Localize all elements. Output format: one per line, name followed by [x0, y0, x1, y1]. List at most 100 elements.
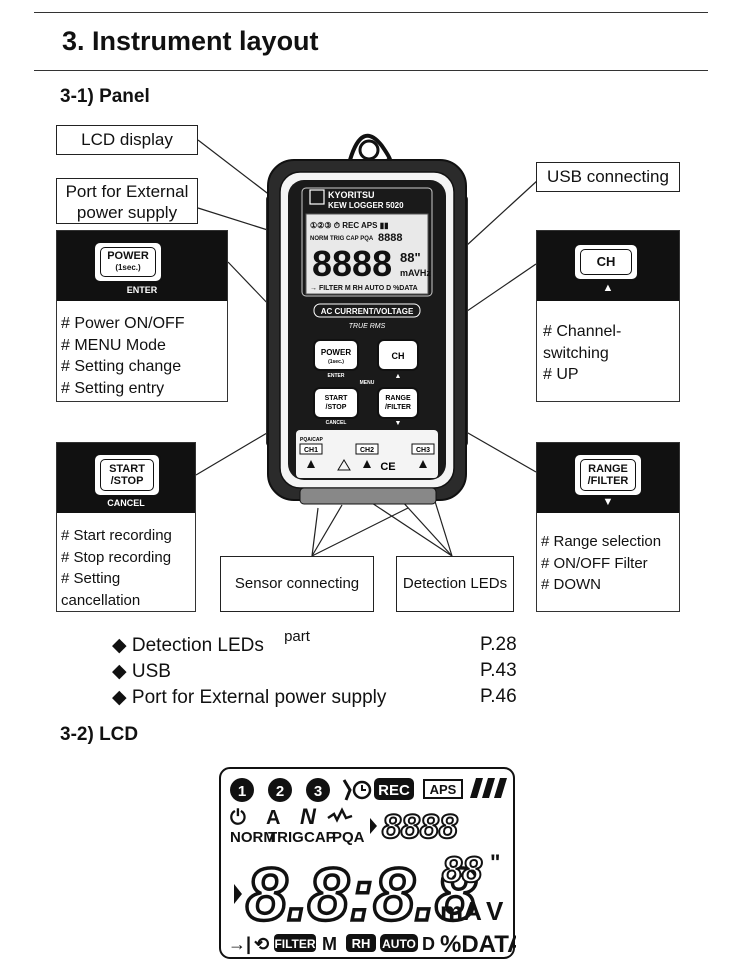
ref-item-2: ◆ USB [112, 661, 171, 682]
rec-badge [374, 778, 414, 800]
range-filter-key: RANGE/FILTER [573, 453, 643, 497]
svg-text:D: D [422, 934, 435, 954]
svg-text:8.8:8.8: 8.8:8.8 [246, 853, 477, 936]
label-lcd-display: LCD display [56, 125, 198, 155]
ref-item-1: ◆ Detection LEDs [112, 635, 264, 656]
clock-icon [352, 780, 372, 800]
ch-functions: # Channel-switching # UP [543, 321, 679, 386]
svg-text:NORM: NORM [230, 829, 276, 846]
svg-text:RH: RH [352, 936, 371, 951]
title-rule [34, 70, 708, 71]
svg-text:CH3: CH3 [416, 447, 430, 454]
top-rule [34, 12, 708, 13]
ch-line-1: # Channel-switching [543, 323, 622, 362]
power-key-small: (1sec.) [115, 263, 141, 272]
svg-text:NORM TRIG CAP PQA: NORM TRIG CAP PQA [310, 236, 374, 242]
circle-1-icon [230, 778, 254, 802]
svg-text:①②③ ⏱ REC APS ▮▮: ①②③ ⏱ REC APS ▮▮ [310, 220, 389, 230]
circle-2-icon [268, 778, 292, 802]
ch-line-2: # UP [543, 366, 579, 383]
label-sensor-part: Sensor connecting part [220, 556, 374, 645]
range-line-3: # DOWN [541, 576, 601, 593]
external-power-line2: power supply [76, 203, 178, 222]
logger-device: KYORITSU KEW LOGGER 5020 ①②③ ⏱ REC APS ▮… [266, 133, 468, 505]
up-arrow-icon: ▲ [602, 282, 614, 294]
svg-text:A: A [266, 807, 280, 829]
ref-label-2: USB [131, 661, 171, 682]
svg-text:mAVHz: mAVHz [400, 268, 431, 278]
ch-key-label: CH [596, 254, 616, 269]
ref-label-1: Detection LEDs [131, 635, 264, 656]
power-line-1: # Power ON/OFF [61, 315, 185, 332]
svg-text:8888: 8888 [312, 243, 392, 284]
start-functions: # Start recording # Stop recording # Set… [61, 525, 195, 611]
svg-text:⏻: ⏻ [230, 807, 246, 829]
svg-text:CH2: CH2 [360, 447, 374, 454]
svg-text:N: N [300, 804, 317, 829]
range-functions: # Range selection # ON/OFF Filter # DOWN [541, 531, 661, 596]
ref-label-3: Port for External power supply [131, 687, 387, 708]
svg-text:88: 88 [442, 849, 482, 890]
range-line-1: # Range selection [541, 533, 662, 550]
power-key: POWER(1sec.) [93, 241, 163, 283]
svg-text:": " [490, 850, 500, 875]
svg-text:POWER: POWER [321, 348, 351, 357]
down-arrow-icon: ▼ [602, 496, 614, 508]
power-functions: # Power ON/OFF # MENU Mode # Setting cha… [61, 313, 185, 399]
start-stop-key: START/STOP [93, 453, 161, 497]
svg-text:CH: CH [392, 351, 405, 361]
aps-badge [423, 779, 463, 799]
svg-text:1: 1 [238, 783, 246, 800]
svg-text:%DATA: %DATA [440, 931, 516, 958]
svg-text:FILTER: FILTER [274, 937, 315, 951]
range-callout: RANGE/FILTER ▼ # Range selection # ON/OF… [536, 442, 680, 612]
svg-text:ENTER: ENTER [328, 373, 345, 379]
power-key-label: POWER [107, 250, 149, 262]
ch-callout: CH ▲ # Channel-switching # UP [536, 230, 680, 402]
start-key-sub: CANCEL [107, 498, 145, 508]
svg-text:CAP: CAP [304, 829, 336, 846]
power-line-2: # MENU Mode [61, 336, 166, 354]
power-key-sub: ENTER [126, 285, 158, 295]
range-line-2: # ON/OFF Filter [541, 554, 648, 572]
power-callout: POWER(1sec.) ENTER # Power ON/OFF # MENU… [56, 230, 228, 402]
svg-text:APS: APS [430, 782, 457, 797]
stop-key-label: /STOP [110, 475, 144, 487]
label-usb-connecting: USB connecting [536, 162, 680, 192]
start-key-label: START [109, 463, 145, 475]
svg-text:▼: ▼ [395, 420, 402, 427]
circle-3-icon [306, 778, 330, 802]
svg-text:KEW LOGGER 5020: KEW LOGGER 5020 [328, 201, 404, 210]
svg-text:REC: REC [378, 782, 410, 799]
ref-page-3: P.46 [480, 686, 517, 707]
battery-icon [470, 778, 507, 798]
ref-item-3: ◆ Port for External power supply [112, 687, 387, 708]
start-line-3: # Setting cancellation [61, 570, 141, 609]
svg-text:(1sec.): (1sec.) [328, 359, 344, 365]
section-title: 3. Instrument layout [62, 26, 319, 56]
svg-text:TRUE RMS: TRUE RMS [349, 323, 386, 330]
start-line-2: # Stop recording [61, 548, 172, 566]
ref-page-1: P.28 [480, 634, 517, 655]
svg-text:AUTO: AUTO [382, 937, 416, 951]
ref-page-2: P.43 [480, 660, 517, 681]
ch-key: CH [573, 243, 639, 281]
lightning-icon [342, 779, 352, 801]
play-indicator-large-icon [234, 884, 242, 904]
svg-text:88": 88" [400, 250, 421, 265]
svg-text:→|: →| [228, 934, 251, 954]
panel-heading: 3-1) Panel [60, 86, 150, 107]
svg-text:TRIG: TRIG [268, 829, 304, 846]
svg-text:8888: 8888 [378, 232, 402, 244]
power-line-4: # Setting entry [61, 379, 165, 397]
svg-text:CE: CE [380, 461, 395, 473]
svg-text:MENU: MENU [360, 380, 375, 386]
svg-text:/STOP: /STOP [326, 404, 347, 411]
svg-text:→ FILTER M RH AUTO D %DATA: → FILTER M RH AUTO D %DATA [310, 285, 418, 292]
svg-text:KYORITSU: KYORITSU [328, 190, 375, 200]
svg-text:/FILTER: /FILTER [385, 404, 411, 411]
svg-text:CANCEL: CANCEL [326, 420, 347, 426]
svg-text:M: M [322, 934, 337, 954]
svg-text:3: 3 [314, 783, 322, 800]
